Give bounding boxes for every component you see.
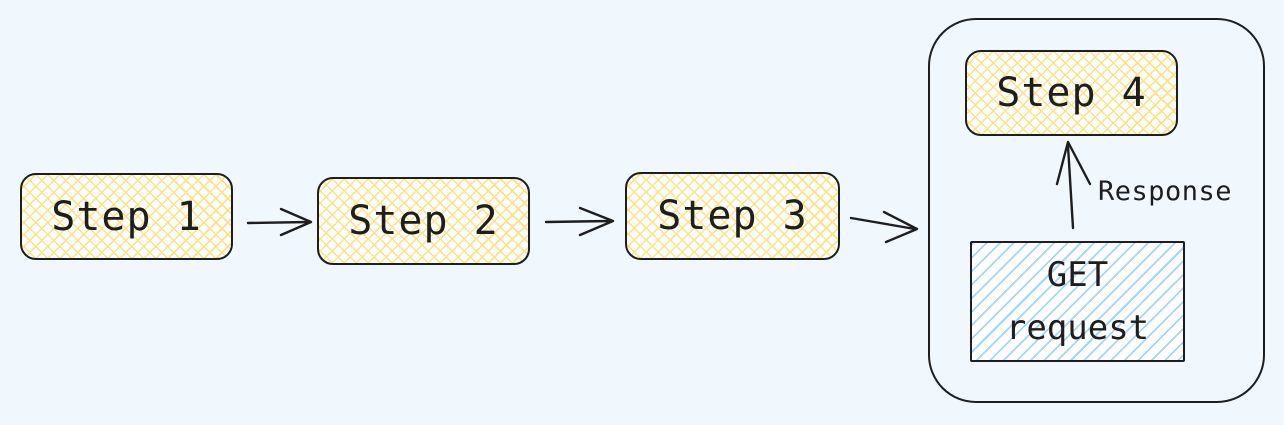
arrow-step1-to-step2 [246, 207, 313, 237]
edge-label-response: Response [1098, 176, 1233, 207]
arrow-step2-to-step3 [544, 206, 615, 237]
node-step4: Step 4 [965, 50, 1178, 136]
arrow-step3-to-group [849, 210, 919, 244]
get-request-line2: request [1005, 307, 1150, 348]
node-group-container [928, 18, 1265, 403]
node-step2: Step 2 [317, 177, 530, 265]
node-step3: Step 3 [625, 172, 840, 260]
node-step1-label: Step 1 [51, 193, 202, 240]
node-get-request: GET request [970, 241, 1185, 362]
node-step1: Step 1 [20, 173, 233, 260]
node-get-request-label: GET request [993, 249, 1163, 354]
node-step4-label: Step 4 [996, 70, 1147, 116]
node-step3-label: Step 3 [657, 193, 808, 239]
node-step2-label: Step 2 [348, 198, 499, 244]
get-request-line1: GET [1046, 254, 1109, 295]
